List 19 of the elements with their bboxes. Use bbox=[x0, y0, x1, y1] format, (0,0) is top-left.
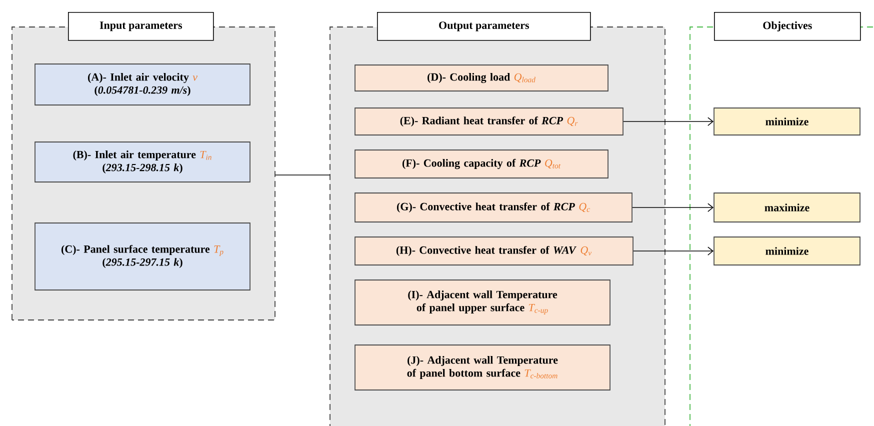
panel-heading: Objectives bbox=[714, 12, 861, 41]
parameter-box: (E)- Radiant heat transfer of RCP Q$_{r}$ bbox=[354, 108, 624, 136]
parameter-box: minimize bbox=[714, 236, 860, 266]
parameter-box: maximize bbox=[714, 192, 860, 222]
parameter-box: (I)- Adjacent wall Temperature of panel upper surface T$_{c-up}$ bbox=[354, 280, 610, 326]
connector-arrow bbox=[632, 203, 714, 212]
parameter-box: (F)- Cooling capacity of RCP Q$_{tot}$ bbox=[354, 150, 608, 178]
parameter-box: (H)- Convective heat transfer of WAV Q$_{v}$ bbox=[354, 236, 634, 266]
panel-heading: Input parameters bbox=[68, 12, 214, 41]
panel-heading: Output parameters bbox=[377, 12, 591, 41]
parameter-box: (G)- Convective heat transfer of RCP Q$_{c}$ bbox=[354, 192, 632, 222]
parameter-box: (J)- Adjacent wall Temperature of panel bottom surface T$_{c-bottom}$ bbox=[354, 344, 610, 390]
parameter-box: (C)- Panel surface temperature T$_{p}$ (295.15-297.15 k) bbox=[34, 222, 250, 290]
parameter-box: (B)- Inlet air temperature T$_{in}$ (293.15-298.15 k) bbox=[34, 142, 250, 182]
connector-arrow bbox=[623, 117, 714, 126]
parameter-box: minimize bbox=[714, 108, 860, 136]
parameter-box: (D)- Cooling load Q$_{load}$ bbox=[354, 64, 608, 92]
parameter-box: (A)- Inlet air velocity v (0.054781-0.239 m/s) bbox=[34, 64, 250, 106]
connector-arrow bbox=[633, 246, 714, 256]
